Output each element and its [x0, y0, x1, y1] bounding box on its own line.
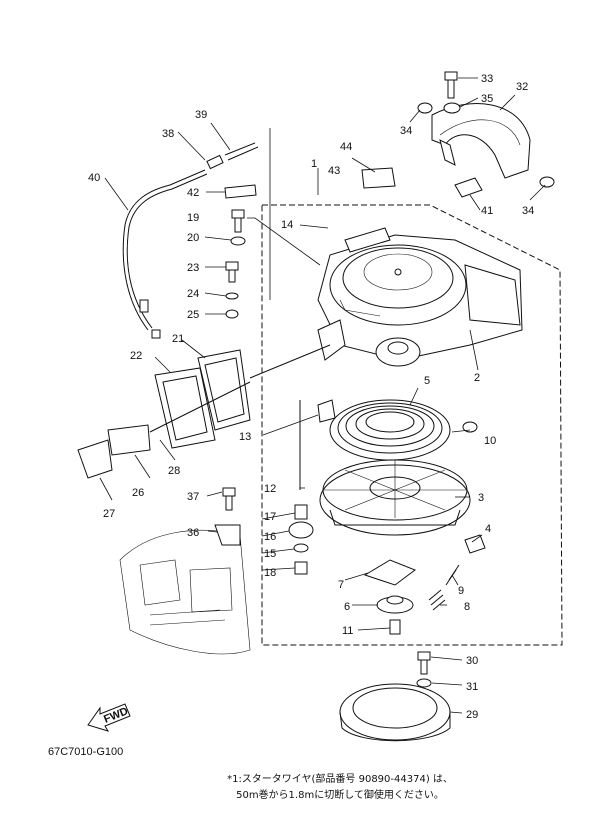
part-label-7: 7 [338, 579, 344, 591]
part-label-18: 18 [264, 567, 276, 579]
part-label-9: 9 [458, 585, 464, 597]
spring-9 [445, 564, 460, 586]
diagram-code: 67C7010-G100 [48, 746, 124, 758]
part-label-8: 8 [464, 601, 470, 613]
part-label-13: 13 [239, 431, 251, 443]
part-label-39: 39 [195, 109, 207, 121]
part-label-41: 41 [481, 205, 493, 217]
bracket-36 [214, 524, 241, 546]
part-label-14: 14 [281, 219, 293, 231]
part-label-17: 17 [264, 511, 276, 523]
note-line-1: *1:スタータワイヤ(部品番号 90890-44374) は、 [227, 774, 453, 785]
part-label-38: 38 [162, 128, 174, 140]
bracket-41 [454, 177, 483, 198]
part-label-11: 11 [342, 625, 353, 637]
starter-cover [431, 103, 531, 179]
spring-8 [428, 589, 446, 611]
leader-lines [99, 77, 546, 714]
part-label-20: 20 [187, 232, 199, 244]
drive-plate-6 [376, 595, 414, 614]
fwd-mark: FWD [102, 705, 130, 726]
fwd-arrow-icon: FWD [87, 703, 131, 732]
bolt-19 [231, 209, 245, 233]
part-label-44: 44 [340, 141, 352, 153]
part-label-43: 43 [328, 165, 340, 177]
starter-cable [122, 142, 259, 339]
clip-10 [462, 421, 478, 433]
washer-15 [293, 543, 309, 553]
part-label-40: 40 [88, 172, 100, 184]
engine-sketch [119, 530, 251, 655]
part-label-25: 25 [187, 309, 199, 321]
grip-26 [107, 424, 151, 456]
pawl-4 [464, 534, 486, 554]
part-label-23: 23 [187, 262, 199, 274]
part-label-5: 5 [424, 375, 430, 387]
part-label-35: 35 [481, 93, 493, 105]
starter-case [317, 227, 523, 367]
part-label-36: 36 [187, 527, 199, 539]
part-label-29: 29 [466, 709, 478, 721]
part-label-32: 32 [516, 81, 528, 93]
part-label-2: 2 [474, 372, 480, 384]
bolt-23 [225, 261, 239, 283]
part-label-37: 37 [187, 491, 199, 503]
part-label-22: 22 [130, 350, 142, 362]
part-label-3: 3 [478, 492, 484, 504]
rope-handle [154, 349, 251, 449]
collar-17 [294, 504, 308, 520]
part-label-1: 1 [311, 158, 317, 170]
part-label-15: 15 [264, 548, 276, 560]
grommet-34-left [417, 102, 433, 114]
part-label-4: 4 [485, 523, 491, 535]
spiral-spring [329, 399, 451, 461]
bolt-30 [417, 651, 431, 675]
part-labels: 33 35 32 34 34 41 44 43 1 2 5 10 3 4 9 8… [88, 73, 534, 721]
grommet-16 [288, 521, 314, 539]
part-label-10: 10 [484, 435, 496, 447]
bolt-37 [222, 487, 236, 511]
plate-7 [363, 559, 417, 586]
label-42 [224, 184, 257, 199]
part-label-19: 19 [187, 212, 199, 224]
washer-20 [230, 236, 246, 246]
part-label-6: 6 [344, 601, 350, 613]
part-label-31: 31 [466, 681, 478, 693]
nut-35 [443, 102, 461, 114]
washer-24 [225, 292, 239, 300]
part-label-27: 27 [103, 508, 115, 520]
part-label-16: 16 [264, 531, 276, 543]
part-label-26: 26 [132, 487, 144, 499]
part-label-34-left: 34 [400, 125, 412, 137]
part-label-28: 28 [168, 465, 180, 477]
sheave-drum [319, 459, 471, 536]
starter-rope [149, 344, 331, 433]
assembly-boundary [261, 204, 563, 646]
part-label-24: 24 [187, 288, 199, 300]
label-43 [361, 167, 396, 189]
part-label-34-right: 34 [522, 205, 534, 217]
bolt-11 [389, 619, 401, 635]
bolt-18 [294, 561, 308, 575]
part-label-12: 12 [264, 483, 276, 495]
grommet-34-right [539, 176, 555, 188]
note-line-2: 50m巻から1.8mに切断して御使用ください。 [236, 790, 444, 801]
lever-27 [77, 439, 113, 479]
washer-31 [416, 678, 432, 688]
part-label-42: 42 [187, 187, 199, 199]
part-label-33: 33 [481, 73, 493, 85]
nut-25 [225, 309, 239, 319]
stopper-13 [317, 399, 336, 423]
part-label-30: 30 [466, 655, 478, 667]
part-label-21: 21 [172, 333, 184, 345]
bolt-33 [444, 71, 458, 99]
pulley-plate-29 [339, 683, 451, 742]
